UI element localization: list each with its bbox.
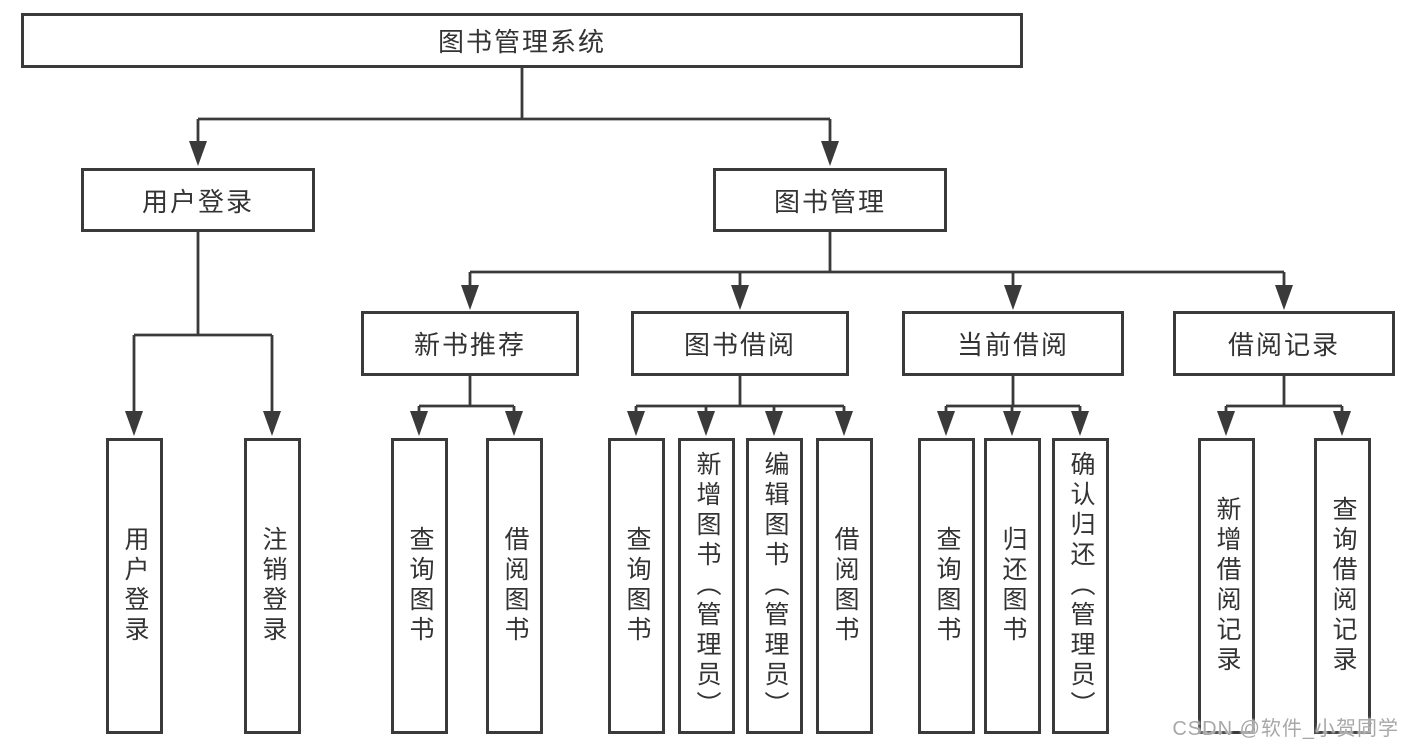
section-new-book-recommend-label: 新书推荐 (413, 330, 526, 360)
leaf-query-books-recommend: 查询图书 (391, 438, 448, 734)
leaf-label: 借阅图书 (831, 526, 859, 646)
leaf-label: 新增借阅记录 (1213, 496, 1241, 676)
leaf-return-books: 归还图书 (984, 438, 1041, 734)
leaf-label: 确认归还（管理员） (1067, 451, 1095, 721)
leaf-query-borrow-record: 查询借阅记录 (1314, 438, 1371, 734)
leaf-logout-label: 注销登录 (259, 526, 287, 646)
leaf-add-borrow-record: 新增借阅记录 (1198, 438, 1255, 734)
leaf-borrow-books: 借阅图书 (816, 438, 873, 734)
csdn-watermark: CSDN @软件_小贺同学 (1172, 718, 1399, 740)
root-node-library-system: 图书管理系统 (21, 13, 1023, 68)
leaf-label: 查询借阅记录 (1329, 496, 1357, 676)
section-borrow-records-label: 借阅记录 (1227, 330, 1340, 360)
leaf-label: 借阅图书 (501, 526, 529, 646)
section-current-borrow: 当前借阅 (902, 311, 1124, 376)
leaf-label: 查询图书 (623, 526, 651, 646)
root-node-label: 图书管理系统 (437, 27, 606, 57)
leaf-confirm-return-admin: 确认归还（管理员） (1052, 438, 1109, 734)
leaf-label: 查询图书 (933, 526, 961, 646)
leaf-logout: 注销登录 (244, 438, 301, 734)
section-book-borrow-label: 图书借阅 (683, 330, 796, 360)
leaf-borrow-books-recommend: 借阅图书 (486, 438, 543, 734)
leaf-add-books-admin: 新增图书（管理员） (678, 438, 735, 734)
section-borrow-records: 借阅记录 (1173, 311, 1395, 376)
section-book-borrow: 图书借阅 (631, 311, 849, 376)
leaf-label: 查询图书 (406, 526, 434, 646)
leaf-user-login-label: 用户登录 (121, 526, 149, 646)
section-current-borrow-label: 当前借阅 (956, 330, 1069, 360)
leaf-label: 编辑图书（管理员） (761, 451, 789, 721)
branch-book-management: 图书管理 (713, 168, 947, 232)
section-new-book-recommend: 新书推荐 (361, 311, 579, 376)
branch-user-login: 用户登录 (81, 168, 315, 232)
branch-book-management-label: 图书管理 (773, 186, 886, 217)
leaf-edit-books-admin: 编辑图书（管理员） (746, 438, 803, 734)
leaf-label: 新增图书（管理员） (693, 451, 721, 721)
leaf-query-books-current: 查询图书 (918, 438, 975, 734)
branch-user-login-label: 用户登录 (141, 186, 254, 217)
leaf-label: 归还图书 (999, 526, 1027, 646)
leaf-query-books-borrow: 查询图书 (608, 438, 665, 734)
arrowheads (125, 141, 1351, 436)
leaf-user-login: 用户登录 (106, 438, 163, 734)
